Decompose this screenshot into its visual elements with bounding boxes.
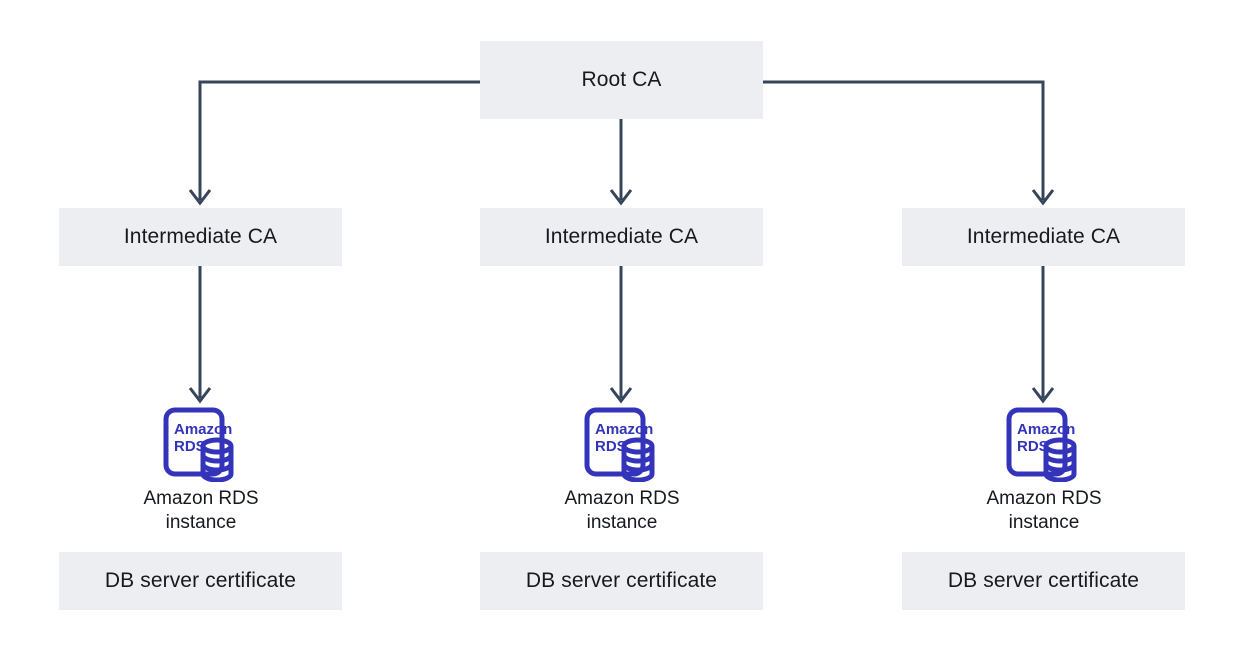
db-server-certificate-label-1: DB server certificate (104, 569, 297, 593)
svg-text:RDS: RDS (1017, 438, 1049, 455)
connector-root-to-intermediate-1 (198, 80, 480, 200)
db-server-certificate-box-3: DB server certificate (902, 552, 1185, 610)
arrowhead-intermediate-1 (188, 189, 212, 206)
instance-caption-3: Amazon RDS instance (986, 488, 1102, 533)
intermediate-ca-box-3: Intermediate CA (902, 208, 1185, 266)
intermediate-ca-label-1: Intermediate CA (123, 225, 278, 249)
instance-caption-1: Amazon RDS instance (143, 488, 259, 533)
connector-root-to-intermediate-3 (762, 80, 1045, 200)
amazon-rds-icon-3: Amazon RDS (1005, 406, 1081, 483)
intermediate-ca-box-2: Intermediate CA (480, 208, 763, 266)
svg-text:RDS: RDS (595, 438, 627, 455)
amazon-rds-icon-1: Amazon RDS (162, 406, 238, 483)
db-server-certificate-box-1: DB server certificate (59, 552, 342, 610)
arrowhead-intermediate-3 (1031, 189, 1055, 206)
arrowhead-instance-2 (609, 387, 633, 404)
intermediate-ca-label-3: Intermediate CA (966, 225, 1121, 249)
amazon-rds-icon-2: Amazon RDS (583, 406, 659, 483)
svg-text:RDS: RDS (174, 438, 206, 455)
root-ca-label: Root CA (581, 68, 662, 92)
arrowhead-instance-3 (1031, 387, 1055, 404)
db-server-certificate-label-3: DB server certificate (947, 569, 1140, 593)
svg-text:Amazon: Amazon (595, 421, 653, 438)
root-ca-box: Root CA (480, 41, 763, 119)
db-server-certificate-label-2: DB server certificate (525, 569, 718, 593)
arrowhead-instance-1 (188, 387, 212, 404)
arrowhead-intermediate-2 (609, 189, 633, 206)
svg-text:Amazon: Amazon (1017, 421, 1075, 438)
db-server-certificate-box-2: DB server certificate (480, 552, 763, 610)
intermediate-ca-box-1: Intermediate CA (59, 208, 342, 266)
svg-text:Amazon: Amazon (174, 421, 232, 438)
intermediate-ca-label-2: Intermediate CA (544, 225, 699, 249)
instance-caption-2: Amazon RDS instance (564, 488, 680, 533)
